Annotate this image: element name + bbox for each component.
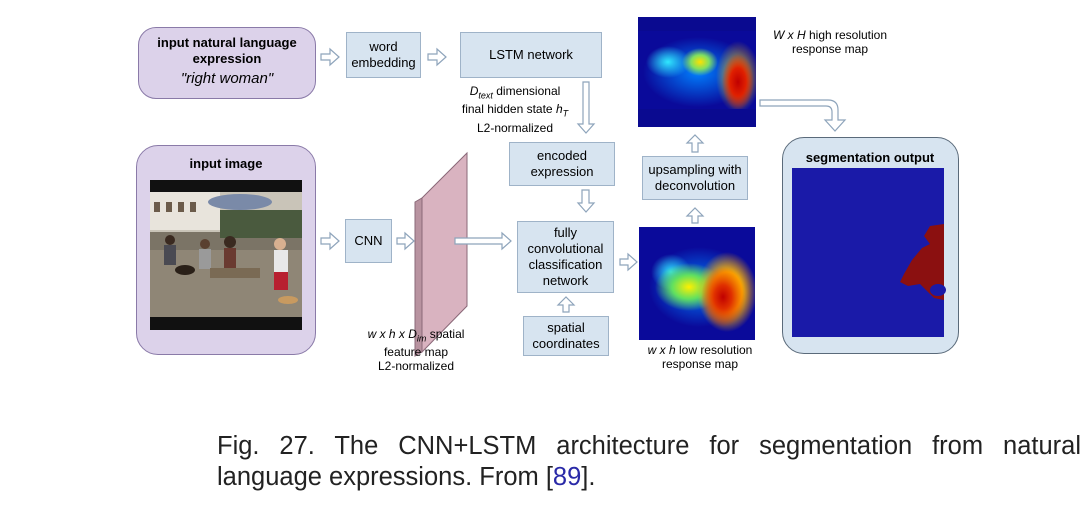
input-text-box <box>138 27 316 99</box>
cnn-box: CNN <box>345 219 392 263</box>
arrow-lstm-to-encoded <box>576 81 596 134</box>
hidden-line3: L2-normalized <box>476 120 554 135</box>
arrow-encoded-to-fcn <box>576 189 596 213</box>
arrow-lowres-to-upsampling <box>685 207 705 224</box>
fcn-box: fully convolutional classification netwo… <box>517 221 614 293</box>
hidden-line2: final hidden state <box>461 102 556 117</box>
high-res-line2: response map <box>791 42 869 56</box>
input-text-example: "right woman" <box>180 70 274 87</box>
spatial-coordinates-box: spatial coordinates <box>523 316 609 356</box>
fm-sub: im <box>416 333 427 344</box>
feature-map-slab <box>414 151 468 357</box>
h-symbol: h <box>555 102 563 117</box>
arrows-layer <box>320 47 847 313</box>
arrow-highres-to-segmentation <box>759 99 847 132</box>
fm-suffix: spatial <box>426 327 465 341</box>
photo-scene <box>150 192 302 317</box>
input-photo <box>150 180 302 330</box>
input-image-title: input image <box>189 156 263 171</box>
segmentation-output-title: segmentation output <box>805 150 935 165</box>
input-text-title: input natural language expression <box>157 35 297 66</box>
segmentation-mask <box>792 168 946 337</box>
d-symbol: D <box>469 84 479 98</box>
fm-line3: L2-normalized <box>377 359 455 374</box>
segmentation-foreground <box>900 224 946 300</box>
low-res-prefix: w x h <box>647 343 676 357</box>
hidden-state-label: Dtext dimensional final hidden state hT … <box>440 84 590 135</box>
high-res-rest: high resolution <box>805 28 888 42</box>
arrow-text-to-embedding <box>320 47 340 67</box>
encoded-expression-box: encoded expression <box>509 142 615 186</box>
map-bottom-band <box>638 109 756 127</box>
word-embedding-box: word embedding <box>346 32 421 78</box>
hidden-line1: dimensional <box>492 84 561 98</box>
fm-line2: feature map <box>383 345 449 360</box>
fm-prefix: w x h x D <box>367 327 417 341</box>
arrow-featuremap-to-fcn <box>454 231 512 251</box>
arrow-fcn-to-lowres <box>619 252 638 272</box>
low-res-label: w x h low resolution response map <box>630 343 770 371</box>
figure-caption: Fig. 27. The CNN+LSTM architecture for s… <box>217 431 1081 493</box>
high-res-prefix: W x H <box>772 28 806 42</box>
feature-map-label: w x h x Dim spatial feature map L2-norma… <box>350 327 482 373</box>
arrow-embedding-to-lstm <box>427 47 447 67</box>
d-sub: text <box>478 90 493 101</box>
arrow-upsampling-to-highres <box>685 134 705 153</box>
upsampling-box: upsampling with deconvolution <box>642 156 748 200</box>
low-res-rest: low resolution <box>675 343 753 357</box>
arrow-cnn-to-featuremap <box>396 231 415 251</box>
arrow-spatial-to-fcn <box>556 296 576 313</box>
high-res-response-map <box>638 17 756 127</box>
caption-end: ]. <box>581 463 596 491</box>
caption-text: Fig. 27. The CNN+LSTM architecture for s… <box>217 432 1081 491</box>
map-top-band <box>638 17 756 31</box>
arrow-image-to-cnn <box>320 231 340 251</box>
lstm-network-box: LSTM network <box>460 32 602 78</box>
high-res-label: W x H high resolution response map <box>760 28 900 56</box>
low-res-line2: response map <box>661 357 739 371</box>
low-res-response-map <box>639 227 755 340</box>
caption-citation-link[interactable]: 89 <box>552 463 582 491</box>
h-sub: T <box>562 108 569 119</box>
